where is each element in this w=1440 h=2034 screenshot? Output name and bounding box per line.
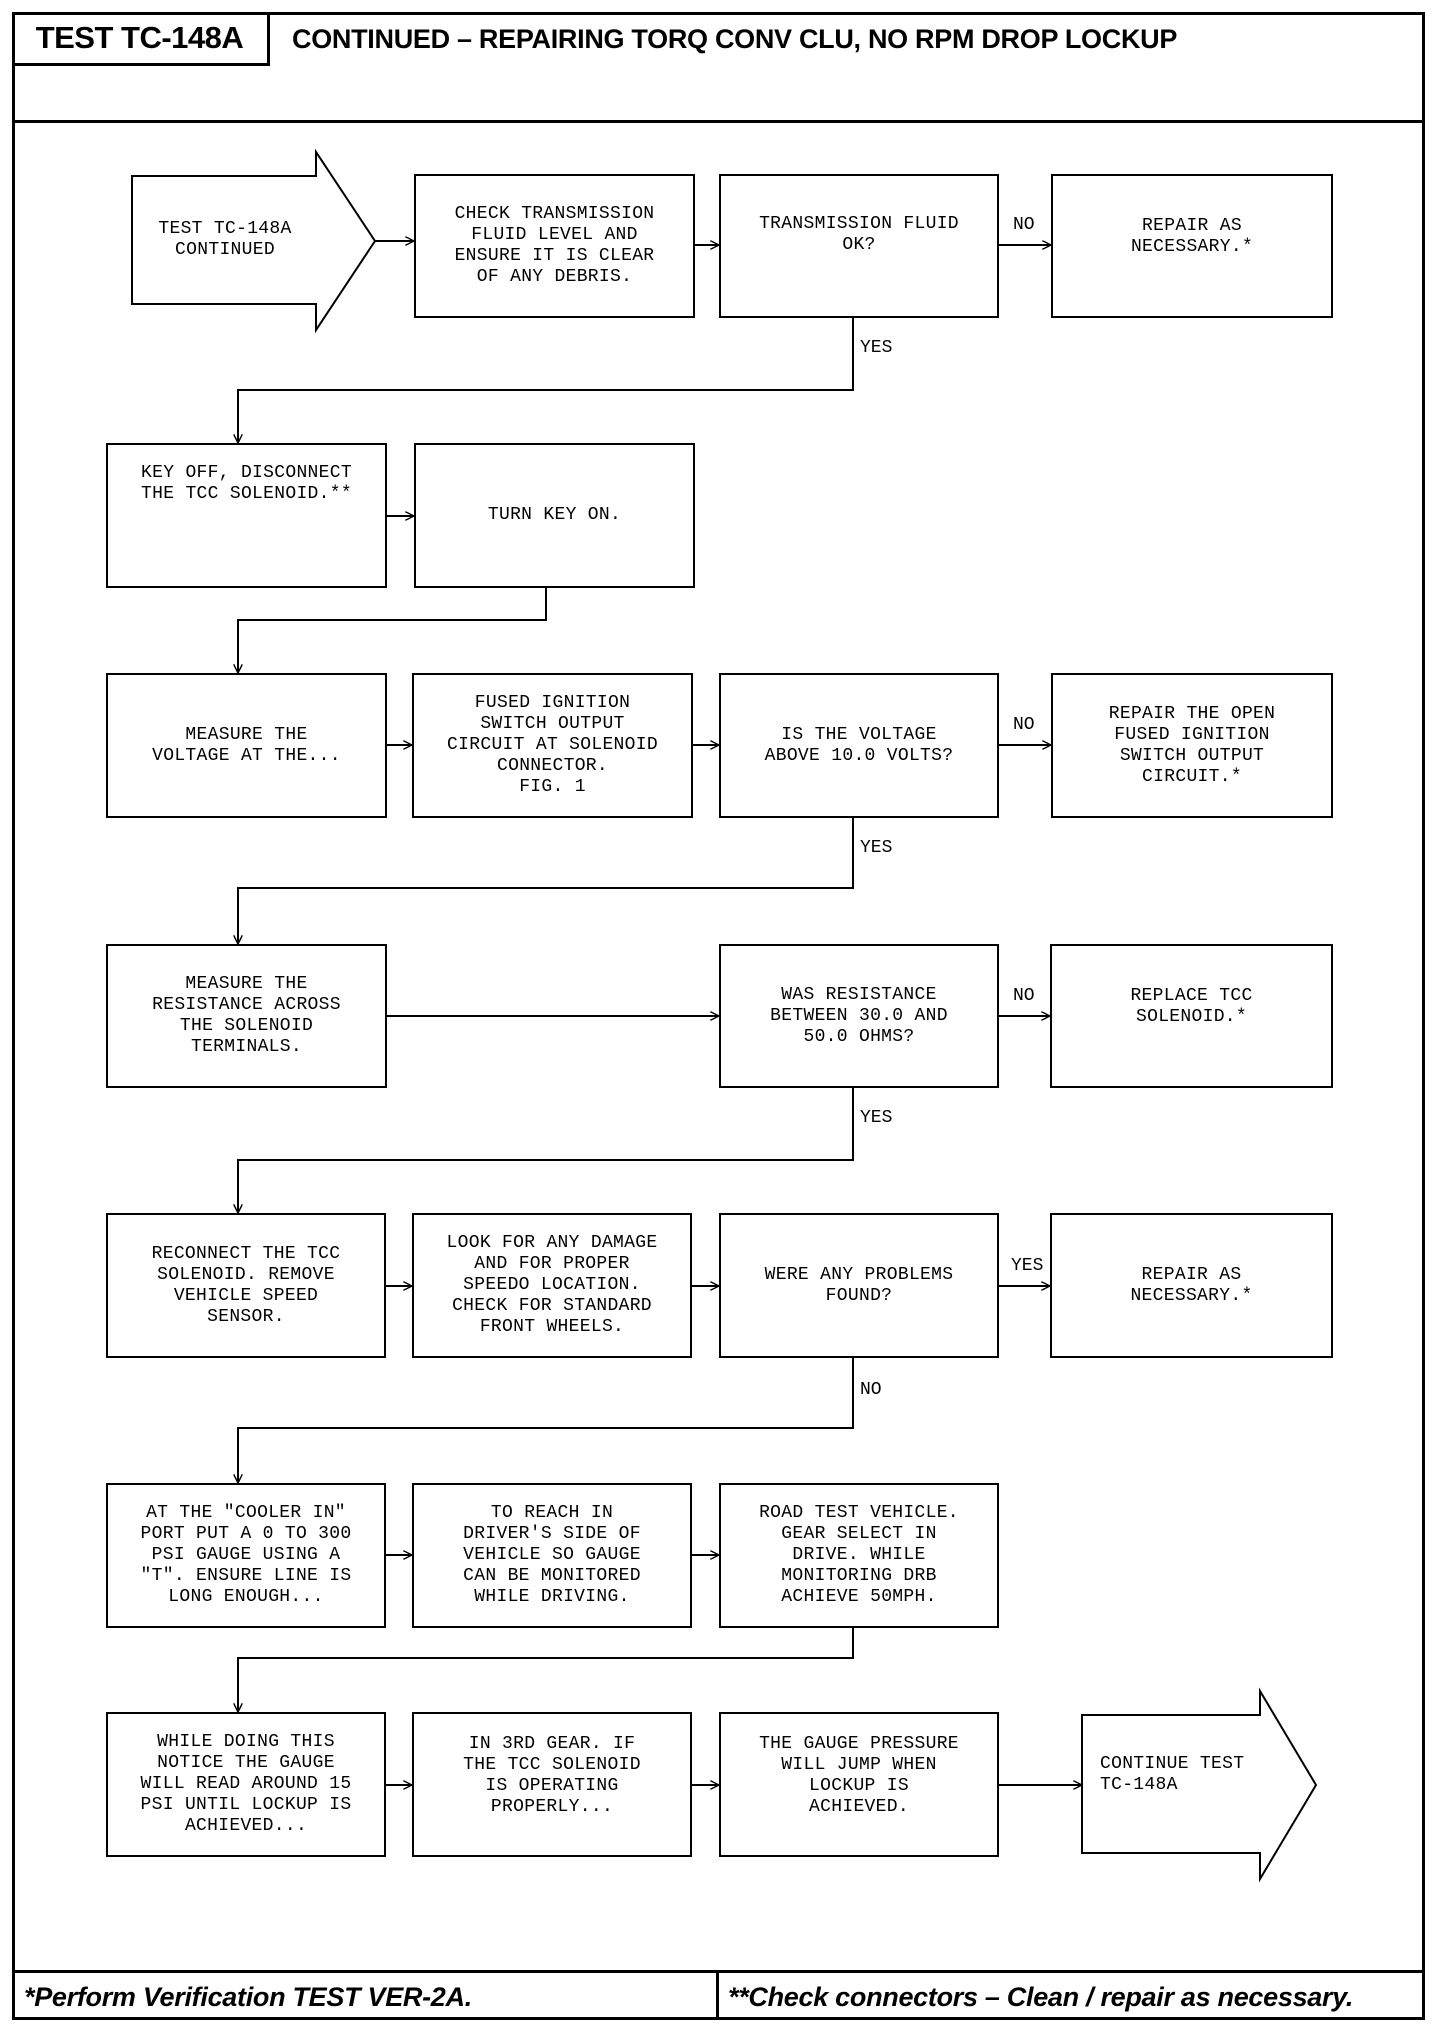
- step-cooler-in-text: AT THE "COOLER IN" PORT PUT A 0 TO 300 P…: [140, 1503, 352, 1607]
- label-resistance-yes: YES: [860, 1108, 893, 1128]
- step-gauge-jump: THE GAUGE PRESSURE WILL JUMP WHEN LOCKUP…: [719, 1712, 999, 1857]
- step-repair-problems: REPAIR AS NECESSARY.*: [1050, 1213, 1333, 1358]
- step-cooler-in: AT THE "COOLER IN" PORT PUT A 0 TO 300 P…: [106, 1483, 386, 1628]
- step-measure-resistance-text: MEASURE THE RESISTANCE ACROSS THE SOLENO…: [152, 974, 341, 1057]
- step-check-fluid: CHECK TRANSMISSION FLUID LEVEL AND ENSUR…: [414, 174, 695, 318]
- footer-note-verification: *Perform Verification TEST VER-2A.: [24, 1982, 472, 2012]
- label-voltage-yes: YES: [860, 838, 893, 858]
- step-to-reach-text: TO REACH IN DRIVER'S SIDE OF VEHICLE SO …: [463, 1503, 641, 1607]
- step-start-text: TEST TC-148A CONTINUED: [158, 219, 292, 260]
- test-id-box: TEST TC-148A: [12, 12, 270, 66]
- label-voltage-no: NO: [1013, 715, 1035, 735]
- step-third-gear: IN 3RD GEAR. IF THE TCC SOLENOID IS OPER…: [412, 1712, 692, 1857]
- label-problems-yes: YES: [1011, 1256, 1044, 1276]
- decision-problems: WERE ANY PROBLEMS FOUND?: [719, 1213, 999, 1358]
- decision-resistance: WAS RESISTANCE BETWEEN 30.0 AND 50.0 OHM…: [719, 944, 999, 1088]
- step-fused-circuit-text: FUSED IGNITION SWITCH OUTPUT CIRCUIT AT …: [447, 693, 658, 797]
- footer-column-divider: [716, 1970, 719, 2020]
- step-to-reach: TO REACH IN DRIVER'S SIDE OF VEHICLE SO …: [412, 1483, 692, 1628]
- label-problems-no: NO: [860, 1380, 882, 1400]
- step-third-gear-text: IN 3RD GEAR. IF THE TCC SOLENOID IS OPER…: [463, 1734, 641, 1817]
- step-while-doing-text: WHILE DOING THIS NOTICE THE GAUGE WILL R…: [140, 1732, 352, 1836]
- footer-note-connectors: **Check connectors – Clean / repair as n…: [728, 1982, 1354, 2012]
- step-measure-resistance: MEASURE THE RESISTANCE ACROSS THE SOLENO…: [106, 944, 387, 1088]
- step-measure-voltage-text: MEASURE THE VOLTAGE AT THE...: [152, 724, 341, 766]
- decision-fluid-ok-text: TRANSMISSION FLUID OK?: [759, 214, 959, 255]
- step-replace-tcc-text: REPLACE TCC SOLENOID.*: [1130, 986, 1253, 1027]
- step-continue: CONTINUE TEST TC-148A: [1082, 1745, 1278, 1805]
- step-road-test-text: ROAD TEST VEHICLE. GEAR SELECT IN DRIVE.…: [759, 1503, 959, 1607]
- test-id: TEST TC-148A: [35, 19, 244, 55]
- step-key-on: TURN KEY ON.: [414, 443, 695, 588]
- step-continue-text: CONTINUE TEST TC-148A: [1100, 1754, 1245, 1795]
- header-divider: [12, 120, 1425, 123]
- step-repair-open: REPAIR THE OPEN FUSED IGNITION SWITCH OU…: [1051, 673, 1333, 818]
- step-while-doing: WHILE DOING THIS NOTICE THE GAUGE WILL R…: [106, 1712, 386, 1857]
- step-reconnect: RECONNECT THE TCC SOLENOID. REMOVE VEHIC…: [106, 1213, 386, 1358]
- step-repair-open-text: REPAIR THE OPEN FUSED IGNITION SWITCH OU…: [1108, 703, 1276, 787]
- step-check-fluid-text: CHECK TRANSMISSION FLUID LEVEL AND ENSUR…: [454, 204, 655, 287]
- step-key-off-text: KEY OFF, DISCONNECT THE TCC SOLENOID.**: [141, 463, 352, 504]
- label-fluid-yes: YES: [860, 338, 893, 358]
- decision-voltage-text: IS THE VOLTAGE ABOVE 10.0 VOLTS?: [764, 724, 954, 766]
- step-reconnect-text: RECONNECT THE TCC SOLENOID. REMOVE VEHIC…: [151, 1243, 341, 1327]
- step-look-damage-text: LOOK FOR ANY DAMAGE AND FOR PROPER SPEED…: [446, 1233, 658, 1337]
- step-gauge-jump-text: THE GAUGE PRESSURE WILL JUMP WHEN LOCKUP…: [759, 1734, 959, 1817]
- step-repair-fluid: REPAIR AS NECESSARY.*: [1051, 174, 1333, 318]
- step-fused-circuit: FUSED IGNITION SWITCH OUTPUT CIRCUIT AT …: [412, 673, 693, 818]
- label-fluid-no: NO: [1013, 215, 1035, 235]
- label-resistance-no: NO: [1013, 986, 1035, 1006]
- step-key-on-text: TURN KEY ON.: [487, 505, 622, 525]
- decision-voltage: IS THE VOLTAGE ABOVE 10.0 VOLTS?: [719, 673, 999, 818]
- decision-problems-text: WERE ANY PROBLEMS FOUND?: [764, 1264, 954, 1306]
- step-key-off: KEY OFF, DISCONNECT THE TCC SOLENOID.**: [106, 443, 387, 588]
- step-look-damage: LOOK FOR ANY DAMAGE AND FOR PROPER SPEED…: [412, 1213, 692, 1358]
- decision-fluid-ok: TRANSMISSION FLUID OK?: [719, 174, 999, 318]
- step-measure-voltage: MEASURE THE VOLTAGE AT THE...: [106, 673, 387, 818]
- step-repair-problems-text: REPAIR AS NECESSARY.*: [1130, 1264, 1253, 1306]
- step-road-test: ROAD TEST VEHICLE. GEAR SELECT IN DRIVE.…: [719, 1483, 999, 1628]
- page-title: CONTINUED – REPAIRING TORQ CONV CLU, NO …: [292, 24, 1178, 54]
- step-start: TEST TC-148A CONTINUED: [134, 200, 316, 280]
- step-replace-tcc: REPLACE TCC SOLENOID.*: [1050, 944, 1333, 1088]
- step-repair-fluid-text: REPAIR AS NECESSARY.*: [1130, 216, 1254, 257]
- decision-resistance-text: WAS RESISTANCE BETWEEN 30.0 AND 50.0 OHM…: [770, 984, 948, 1047]
